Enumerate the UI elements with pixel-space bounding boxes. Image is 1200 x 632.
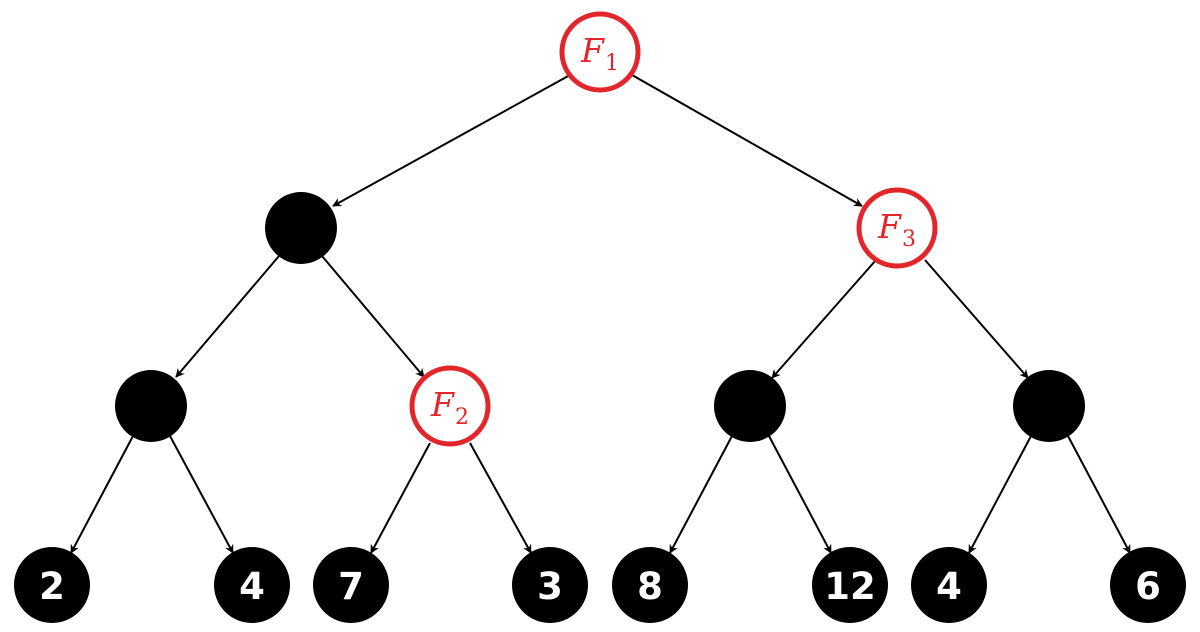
leaf-node: 3	[512, 547, 588, 623]
leaf-node: 2	[14, 547, 90, 623]
leaf-node: 7	[313, 547, 389, 623]
internal-node-right-left	[714, 370, 786, 442]
edge-root-left	[332, 74, 571, 207]
leaf-value: 4	[239, 565, 265, 608]
leaf-node: 12	[812, 547, 888, 623]
edges	[70, 74, 1131, 554]
internal-node-left-left	[115, 370, 187, 442]
root-node-label: F1	[580, 31, 619, 76]
leaf-value: 3	[537, 565, 563, 608]
edge-rr-leaf7	[968, 435, 1032, 554]
leaf-node: 6	[1110, 547, 1186, 623]
edge-lr-leaf4	[469, 442, 532, 554]
leaf-node: 4	[911, 547, 987, 623]
edge-rl-leaf5	[669, 435, 733, 554]
edge-rr-leaf8	[1067, 435, 1131, 554]
edge-ll-leaf1	[70, 435, 134, 554]
edge-ll-leaf2	[169, 435, 234, 554]
edge-right-rightright	[924, 259, 1029, 379]
leaf-nodes: 2 4 7 3 8 12 4 6	[14, 547, 1186, 623]
leaf-value: 8	[637, 565, 663, 608]
leaf-node: 4	[214, 547, 290, 623]
edge-lr-leaf3	[370, 442, 431, 554]
edge-left-leftleft	[175, 255, 280, 378]
edge-rl-leaf6	[768, 435, 832, 554]
internal-node-right-label: F3	[877, 207, 916, 252]
edge-root-right	[631, 74, 863, 207]
leaf-node: 8	[612, 547, 688, 623]
leaf-value: 6	[1135, 565, 1161, 608]
leaf-value: 12	[824, 565, 876, 608]
edge-left-leftright	[321, 255, 425, 378]
internal-node-right: F3	[856, 187, 938, 269]
leaf-value: 4	[936, 565, 962, 608]
internal-node-left-right: F2	[409, 365, 491, 447]
edge-right-rightleft	[771, 259, 877, 379]
leaf-value: 2	[39, 565, 65, 608]
internal-node-right-right	[1013, 370, 1085, 442]
internal-node-left	[265, 192, 337, 264]
root-node: F1	[559, 11, 641, 93]
internal-node-left-right-label: F2	[430, 385, 469, 430]
leaf-value: 7	[338, 565, 364, 608]
